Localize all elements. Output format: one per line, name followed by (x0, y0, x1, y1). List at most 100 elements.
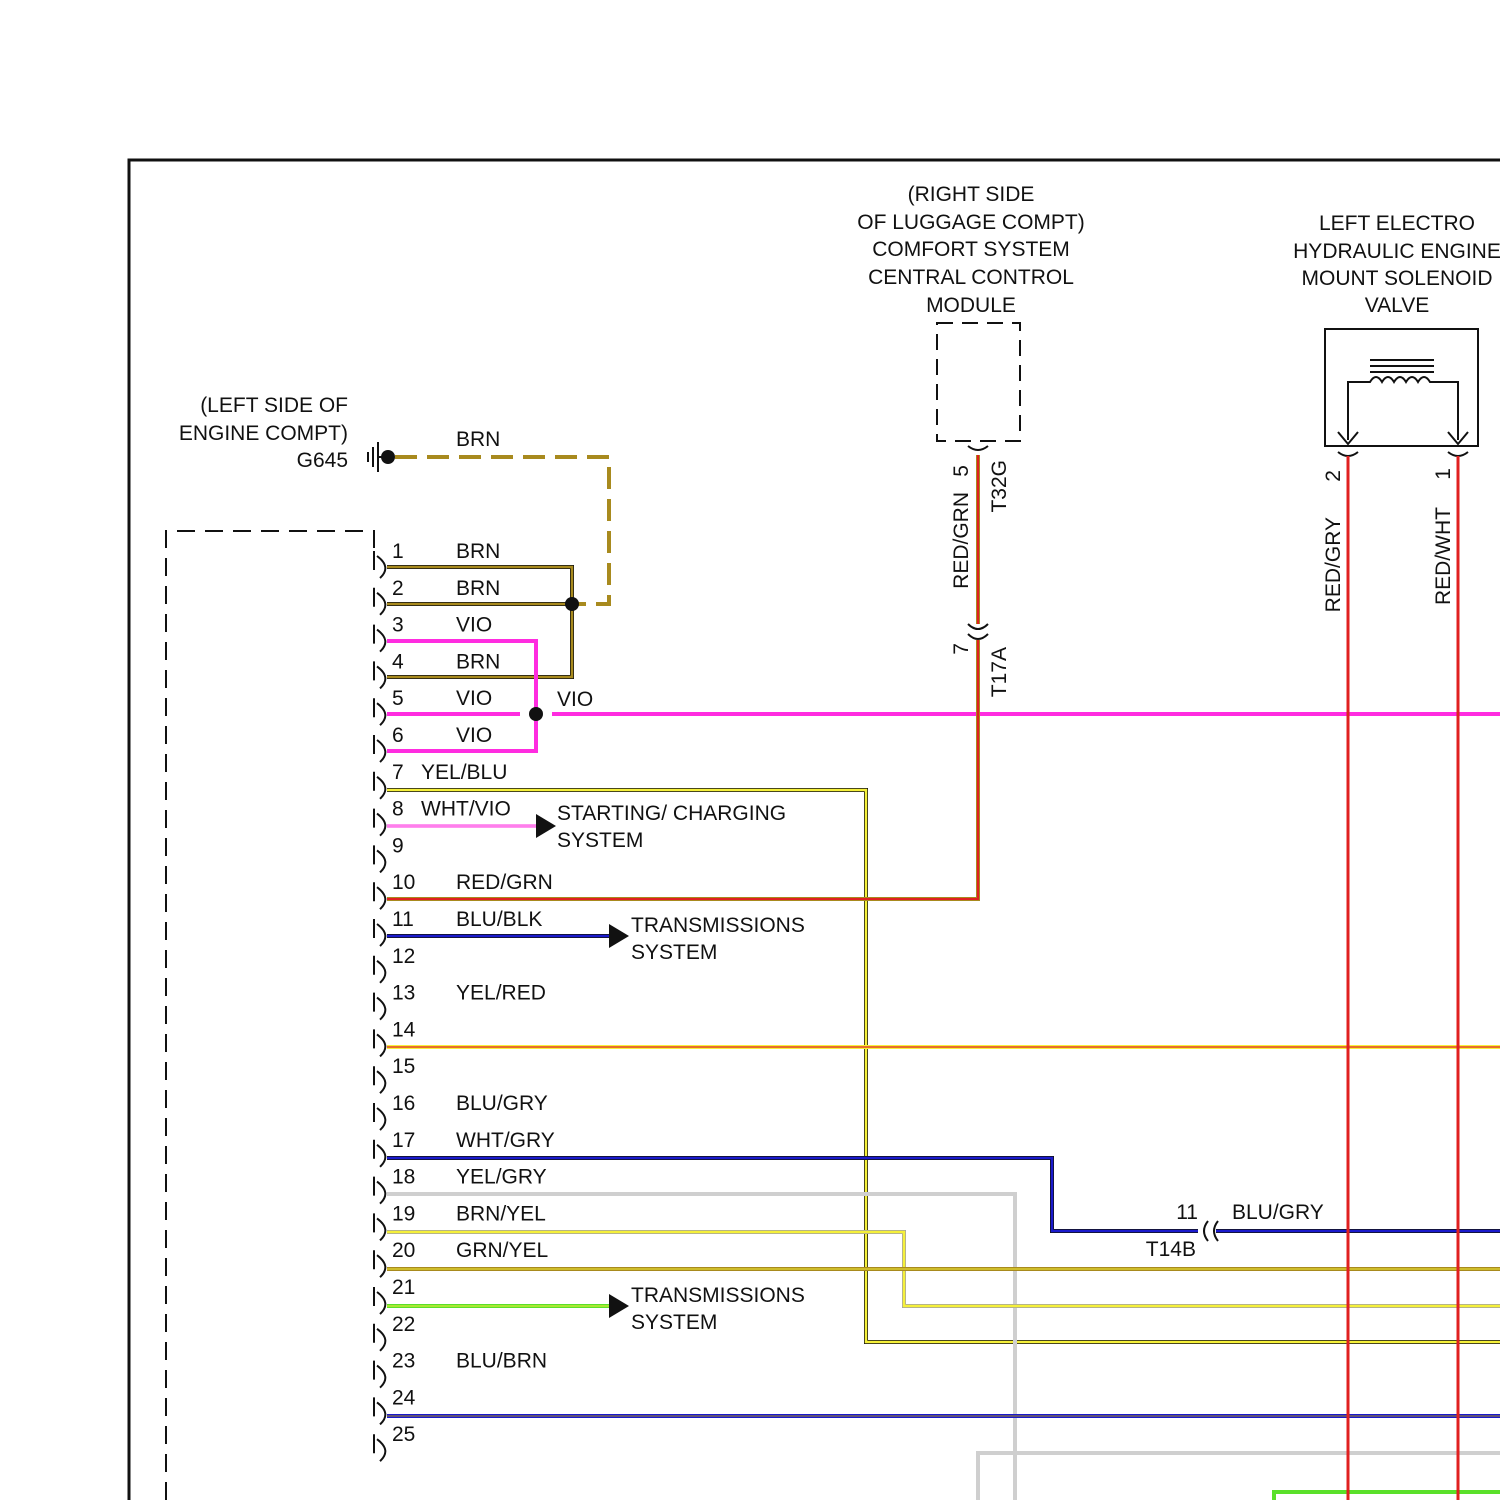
transmissions-a-line2: SYSTEM (631, 941, 717, 964)
pin-marker-2 (374, 588, 385, 615)
ground-location-line2: ENGINE COMPT) (179, 422, 348, 445)
pin-marker-11 (374, 919, 385, 946)
splice-brn (565, 597, 579, 611)
t32g-pin: 5 (950, 465, 973, 477)
pin-number-14: 14 (392, 1018, 416, 1041)
pin-marker-23 (374, 1361, 385, 1388)
comfort-title-line5: MODULE (926, 294, 1016, 317)
comfort-title-line3: COMFORT SYSTEM (872, 238, 1070, 261)
pin-wire-label-5: VIO (456, 687, 492, 710)
arrow-starting-charging-icon (536, 814, 556, 838)
pin-marker-25 (374, 1434, 385, 1461)
pin-wire-label-18: YEL/GRY (456, 1166, 547, 1189)
solenoid-connector-icon (1338, 452, 1468, 456)
ground-id: G645 (297, 449, 348, 472)
wire-blu-blk: TRANSMISSIONS SYSTEM (387, 914, 805, 964)
t17a-name: T17A (988, 647, 1011, 697)
pin-marker-7 (374, 772, 385, 799)
pin-marker-18 (374, 1177, 385, 1204)
pin-wire-label-6: VIO (456, 724, 492, 747)
pin-number-21: 21 (392, 1276, 415, 1299)
starting-charging-line1: STARTING/ CHARGING (557, 802, 786, 825)
pin-number-25: 25 (392, 1423, 415, 1446)
arrow-transmissions-b-icon (609, 1294, 629, 1318)
pin-number-22: 22 (392, 1313, 415, 1336)
pin-wire-label-20: GRN/YEL (456, 1239, 548, 1262)
pin-number-7: 7 (392, 761, 404, 784)
pin-number-8: 8 (392, 798, 404, 821)
pin-marker-14 (374, 1029, 385, 1056)
pin-wire-label-19: BRN/YEL (456, 1202, 546, 1225)
solenoid-pin-2: 2 (1322, 470, 1345, 482)
pin-wire-label-11: BLU/BLK (456, 908, 542, 931)
comfort-module-box (937, 323, 1020, 441)
wire-wht-gry (387, 1194, 1500, 1500)
connector-t32g-icon (968, 446, 988, 450)
solenoid-wire-red-wht: RED/WHT (1432, 507, 1455, 605)
ground-symbol-icon (368, 442, 395, 472)
ground-location-line1: (LEFT SIDE OF (200, 394, 348, 417)
vio-wires: VIO (387, 641, 1500, 751)
pin-number-2: 2 (392, 577, 404, 600)
transmissions-a-line1: TRANSMISSIONS (631, 914, 805, 937)
pin-wire-label-4: BRN (456, 650, 500, 673)
pin-marker-8 (374, 809, 385, 836)
pin-number-5: 5 (392, 687, 404, 710)
pin-wire-label-7: YEL/BLU (421, 761, 507, 784)
t14b-name: T14B (1146, 1238, 1196, 1261)
pin-marker-16 (374, 1103, 385, 1130)
pin-marker-6 (374, 735, 385, 762)
pin-marker-15 (374, 1066, 385, 1093)
pin-wire-label-1: BRN (456, 540, 500, 563)
pin-number-16: 16 (392, 1092, 415, 1115)
pin-marker-13 (374, 993, 385, 1020)
pin-number-6: 6 (392, 724, 404, 747)
solenoid-title-line3: MOUNT SOLENOID (1302, 267, 1493, 290)
pin-marker-3 (374, 625, 385, 652)
pin-number-4: 4 (392, 650, 404, 673)
ground-wire-dashed (395, 457, 609, 604)
starting-charging-line2: SYSTEM (557, 829, 643, 852)
pin-marker-4 (374, 661, 385, 688)
pin-marker-20 (374, 1250, 385, 1277)
pin-number-12: 12 (392, 945, 415, 968)
t14b-wire: BLU/GRY (1232, 1201, 1324, 1224)
connector-t14b-icon (1204, 1221, 1218, 1241)
diagram-frame (129, 160, 1500, 1500)
pin-number-15: 15 (392, 1055, 415, 1078)
arrow-transmissions-a-icon (609, 924, 629, 948)
t17a-pin: 7 (950, 643, 973, 655)
comfort-title-line2: OF LUGGAGE COMPT) (857, 211, 1085, 234)
pin-wire-label-8: WHT/VIO (421, 798, 511, 821)
pin-marker-10 (374, 882, 385, 909)
pin-marker-9 (374, 845, 385, 872)
pin-number-3: 3 (392, 614, 404, 637)
ground-wire-label: BRN (456, 428, 500, 451)
pin-marker-12 (374, 956, 385, 983)
transmissions-b-line1: TRANSMISSIONS (631, 1284, 805, 1307)
pin-number-11: 11 (392, 908, 414, 931)
solenoid-pin-1: 1 (1432, 468, 1455, 480)
pin-number-19: 19 (392, 1202, 415, 1225)
wire-grn-yel: TRANSMISSIONS SYSTEM (387, 1284, 805, 1334)
pin-marker-5 (374, 698, 385, 725)
pin-marker-1 (374, 551, 385, 578)
pin-wire-label-2: BRN (456, 577, 500, 600)
pin-wire-label-17: WHT/GRY (456, 1129, 555, 1152)
pin-number-10: 10 (392, 871, 415, 894)
left-component-box (166, 531, 374, 1500)
pin-number-17: 17 (392, 1129, 415, 1152)
pin-number-23: 23 (392, 1350, 415, 1373)
pin-wire-label-10: RED/GRN (456, 871, 553, 894)
comfort-system-module: (RIGHT SIDE OF LUGGAGE COMPT) COMFORT SY… (857, 183, 1085, 589)
wire-blu-gry: 11 T14B BLU/GRY (387, 1158, 1500, 1261)
t32g-name: T32G (988, 460, 1011, 513)
solenoid-wire-red-gry: RED/GRY (1322, 517, 1345, 612)
wire-green-bottom (1274, 1492, 1500, 1500)
pin-number-24: 24 (392, 1386, 416, 1409)
connector-t17a: 7 T17A (950, 624, 1011, 697)
wire-yel-blu (387, 790, 1500, 1342)
t14b-pin: 11 (1176, 1201, 1198, 1224)
pin-number-20: 20 (392, 1239, 415, 1262)
